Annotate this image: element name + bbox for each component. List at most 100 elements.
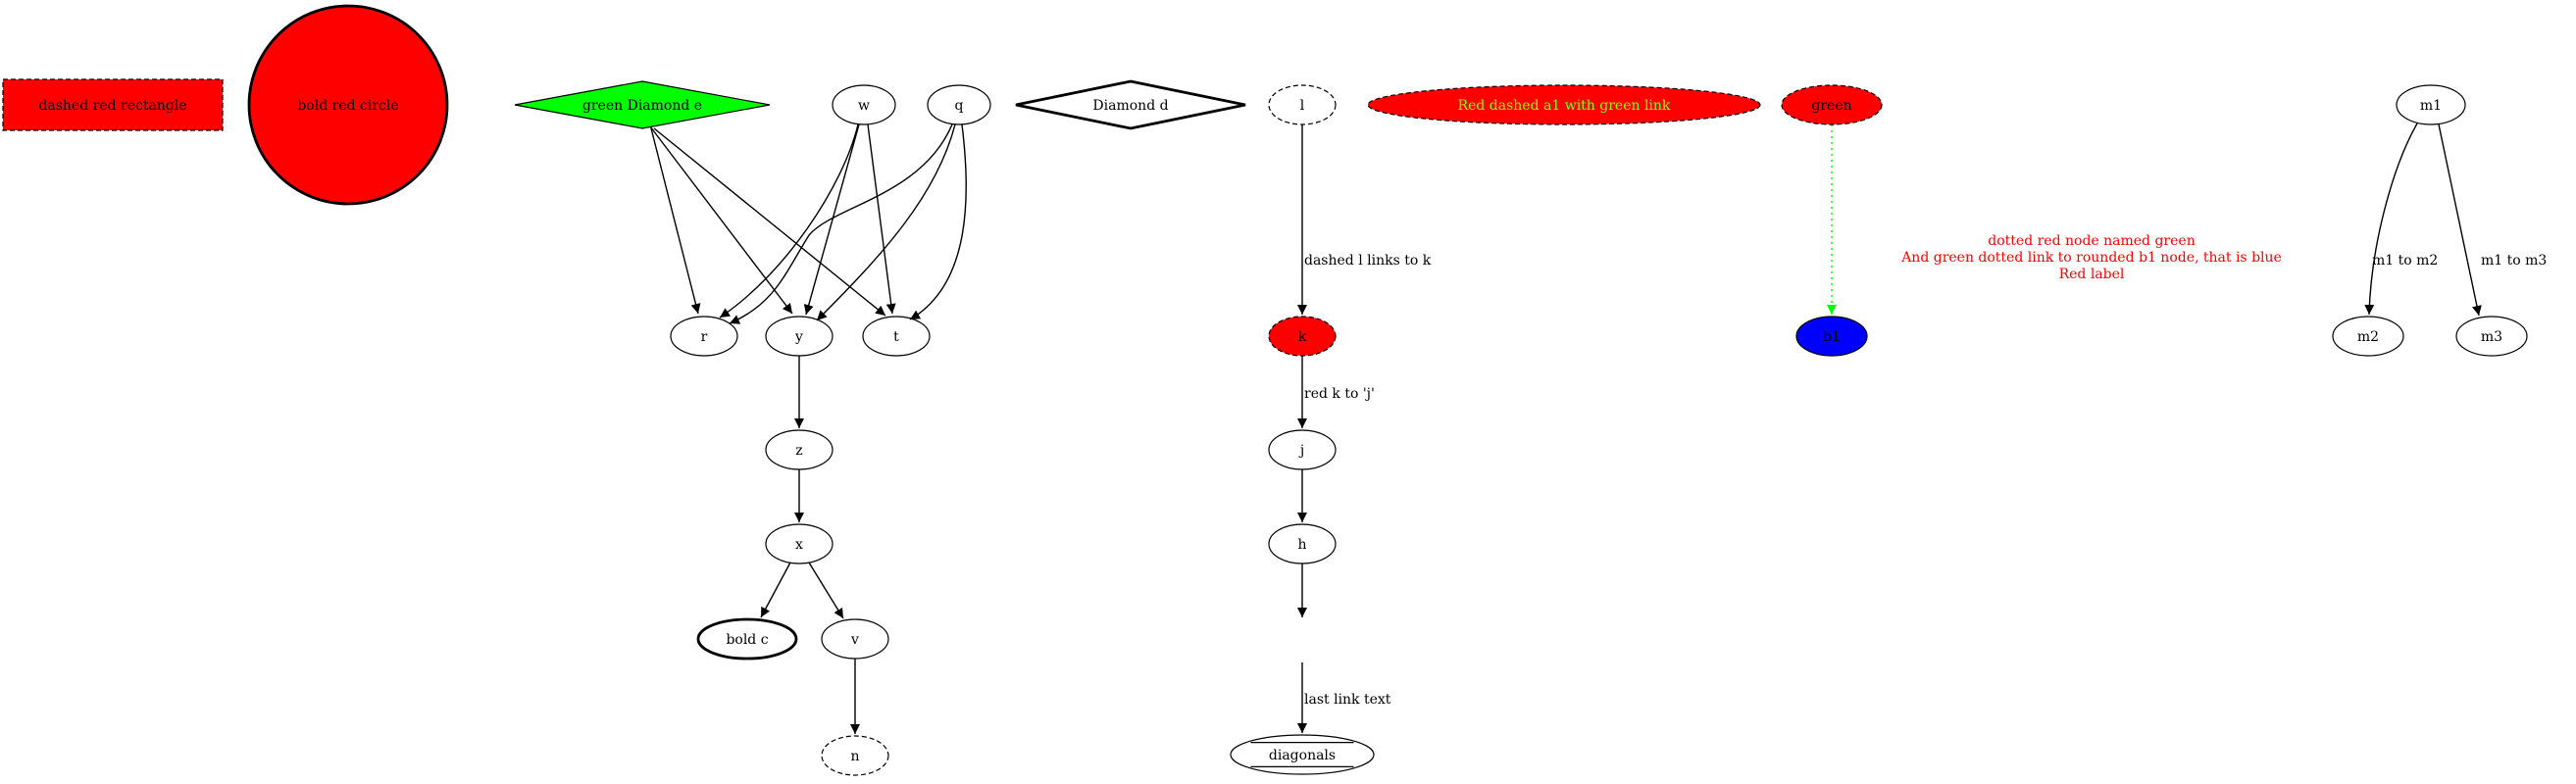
edge-label-k-j: red k to 'j': [1304, 386, 1375, 402]
node-e: green Diamond e: [514, 80, 771, 129]
node-label-w: w: [858, 98, 870, 114]
node-l: l: [1268, 84, 1337, 125]
node-shape-j: [1268, 429, 1337, 470]
node-m3: m3: [2455, 316, 2528, 357]
node-label-k: k: [1298, 329, 1307, 345]
node-shape-x: [765, 523, 833, 564]
node-label-n: n: [850, 749, 859, 764]
node-shape-dashed_rect: [2, 78, 224, 131]
node-shape-v: [821, 618, 889, 660]
node-shape-q: [927, 84, 991, 125]
node-label-e: green Diamond e: [582, 98, 702, 114]
node-shape-t: [862, 316, 931, 357]
node-label-x: x: [795, 537, 803, 553]
node-label-m1: m1: [2420, 98, 2442, 114]
node-label-j: j: [1298, 443, 1304, 459]
node-label-t: t: [893, 329, 899, 345]
node-shape-l: [1268, 84, 1337, 125]
edge-label-l-k: dashed l links to k: [1304, 253, 1432, 269]
node-label-m3: m3: [2481, 329, 2502, 345]
node-shape-n: [821, 735, 889, 776]
node-label-bold_circle: bold red circle: [297, 98, 398, 114]
edge-label-m1-m3: m1 to m3: [2481, 253, 2547, 269]
edge-e-r: [650, 127, 701, 315]
node-shape-m3: [2455, 316, 2528, 357]
edge-w-y: [803, 123, 860, 316]
node-t: t: [862, 316, 931, 357]
node-a1: Red dashed a1 with green link: [1367, 84, 1761, 125]
edge-x-v: [808, 562, 844, 619]
node-shape-b1: [1795, 316, 1868, 357]
node-label-m2: m2: [2357, 329, 2379, 345]
node-shape-e: [514, 80, 771, 129]
node-shape-diagonals: [1230, 734, 1375, 775]
node-d: Diamond d: [1015, 79, 1246, 130]
node-y: y: [765, 316, 833, 357]
node-label-q: q: [955, 98, 964, 114]
node-dashed_rect: dashed red rectangle: [2, 78, 224, 131]
node-diagonals: diagonals: [1230, 734, 1375, 775]
node-shape-y: [765, 316, 833, 357]
node-shape-d: [1015, 79, 1246, 130]
node-shape-bold_circle: [247, 4, 449, 206]
edges-layer: [649, 122, 2482, 734]
edge-w-t: [867, 123, 896, 315]
node-label-green: green: [1811, 98, 1851, 114]
node-label-dashed_rect: dashed red rectangle: [38, 98, 186, 114]
node-h: h: [1268, 523, 1337, 564]
edge-w-r: [719, 123, 859, 318]
node-shape-h: [1268, 523, 1337, 564]
node-shape-r: [670, 316, 738, 357]
node-m2: m2: [2332, 316, 2404, 357]
node-bold_circle: bold red circle: [247, 4, 449, 206]
edge-e-t: [653, 127, 886, 317]
edge-label-m1-m2: m1 to m2: [2372, 253, 2438, 269]
node-q: q: [927, 84, 991, 125]
node-label-diagonals: diagonals: [1269, 748, 1336, 763]
node-k: k: [1268, 316, 1337, 357]
edge-m1-m2: [2364, 122, 2418, 316]
node-label-z: z: [795, 443, 802, 459]
labels-layer: dashed l links to k red k to 'j' last link…: [1304, 233, 2547, 708]
node-c: bold c: [696, 617, 798, 661]
node-label-v: v: [850, 632, 859, 648]
node-shape-m2: [2332, 316, 2404, 357]
edge-x-c: [760, 562, 791, 618]
edge-q-y: [816, 123, 956, 321]
node-label-y: y: [794, 329, 803, 345]
node-green: green: [1781, 84, 1883, 125]
edge-m1-m3: [2438, 123, 2482, 317]
node-shape-w: [832, 84, 896, 125]
node-shape-m1: [2396, 84, 2466, 125]
node-label-r: r: [701, 329, 708, 345]
node-r: r: [670, 316, 738, 357]
free-label-line: Red label: [2059, 267, 2125, 282]
node-w: w: [832, 84, 896, 125]
node-shape-z: [765, 429, 833, 470]
node-v: v: [821, 618, 889, 660]
node-shape-c: [696, 617, 798, 661]
edge-q-r: [729, 123, 953, 324]
node-shape-k: [1268, 316, 1337, 357]
node-label-b1: b1: [1823, 329, 1841, 345]
nodes-layer: dashed red rectangle bold red circle green…: [2, 4, 2528, 776]
node-m1: m1: [2396, 84, 2466, 125]
node-label-l: l: [1300, 98, 1305, 114]
node-shape-green: [1781, 84, 1883, 125]
edge-label-g-diagonals: last link text: [1304, 692, 1391, 708]
node-z: z: [765, 429, 833, 470]
node-b1: b1: [1795, 316, 1868, 357]
node-x: x: [765, 523, 833, 564]
node-label-d: Diamond d: [1092, 98, 1168, 114]
node-j: j: [1268, 429, 1337, 470]
node-label-h: h: [1297, 537, 1306, 553]
node-n: n: [821, 735, 889, 776]
free-label-line: And green dotted link to rounded b1 node…: [1900, 250, 2282, 266]
node-shape-a1: [1367, 84, 1761, 125]
edge-q-t: [909, 123, 967, 320]
node-label-a1: Red dashed a1 with green link: [1458, 98, 1671, 114]
node-label-c: bold c: [726, 632, 768, 648]
free-label-line: dotted red node named green: [1988, 233, 2195, 249]
